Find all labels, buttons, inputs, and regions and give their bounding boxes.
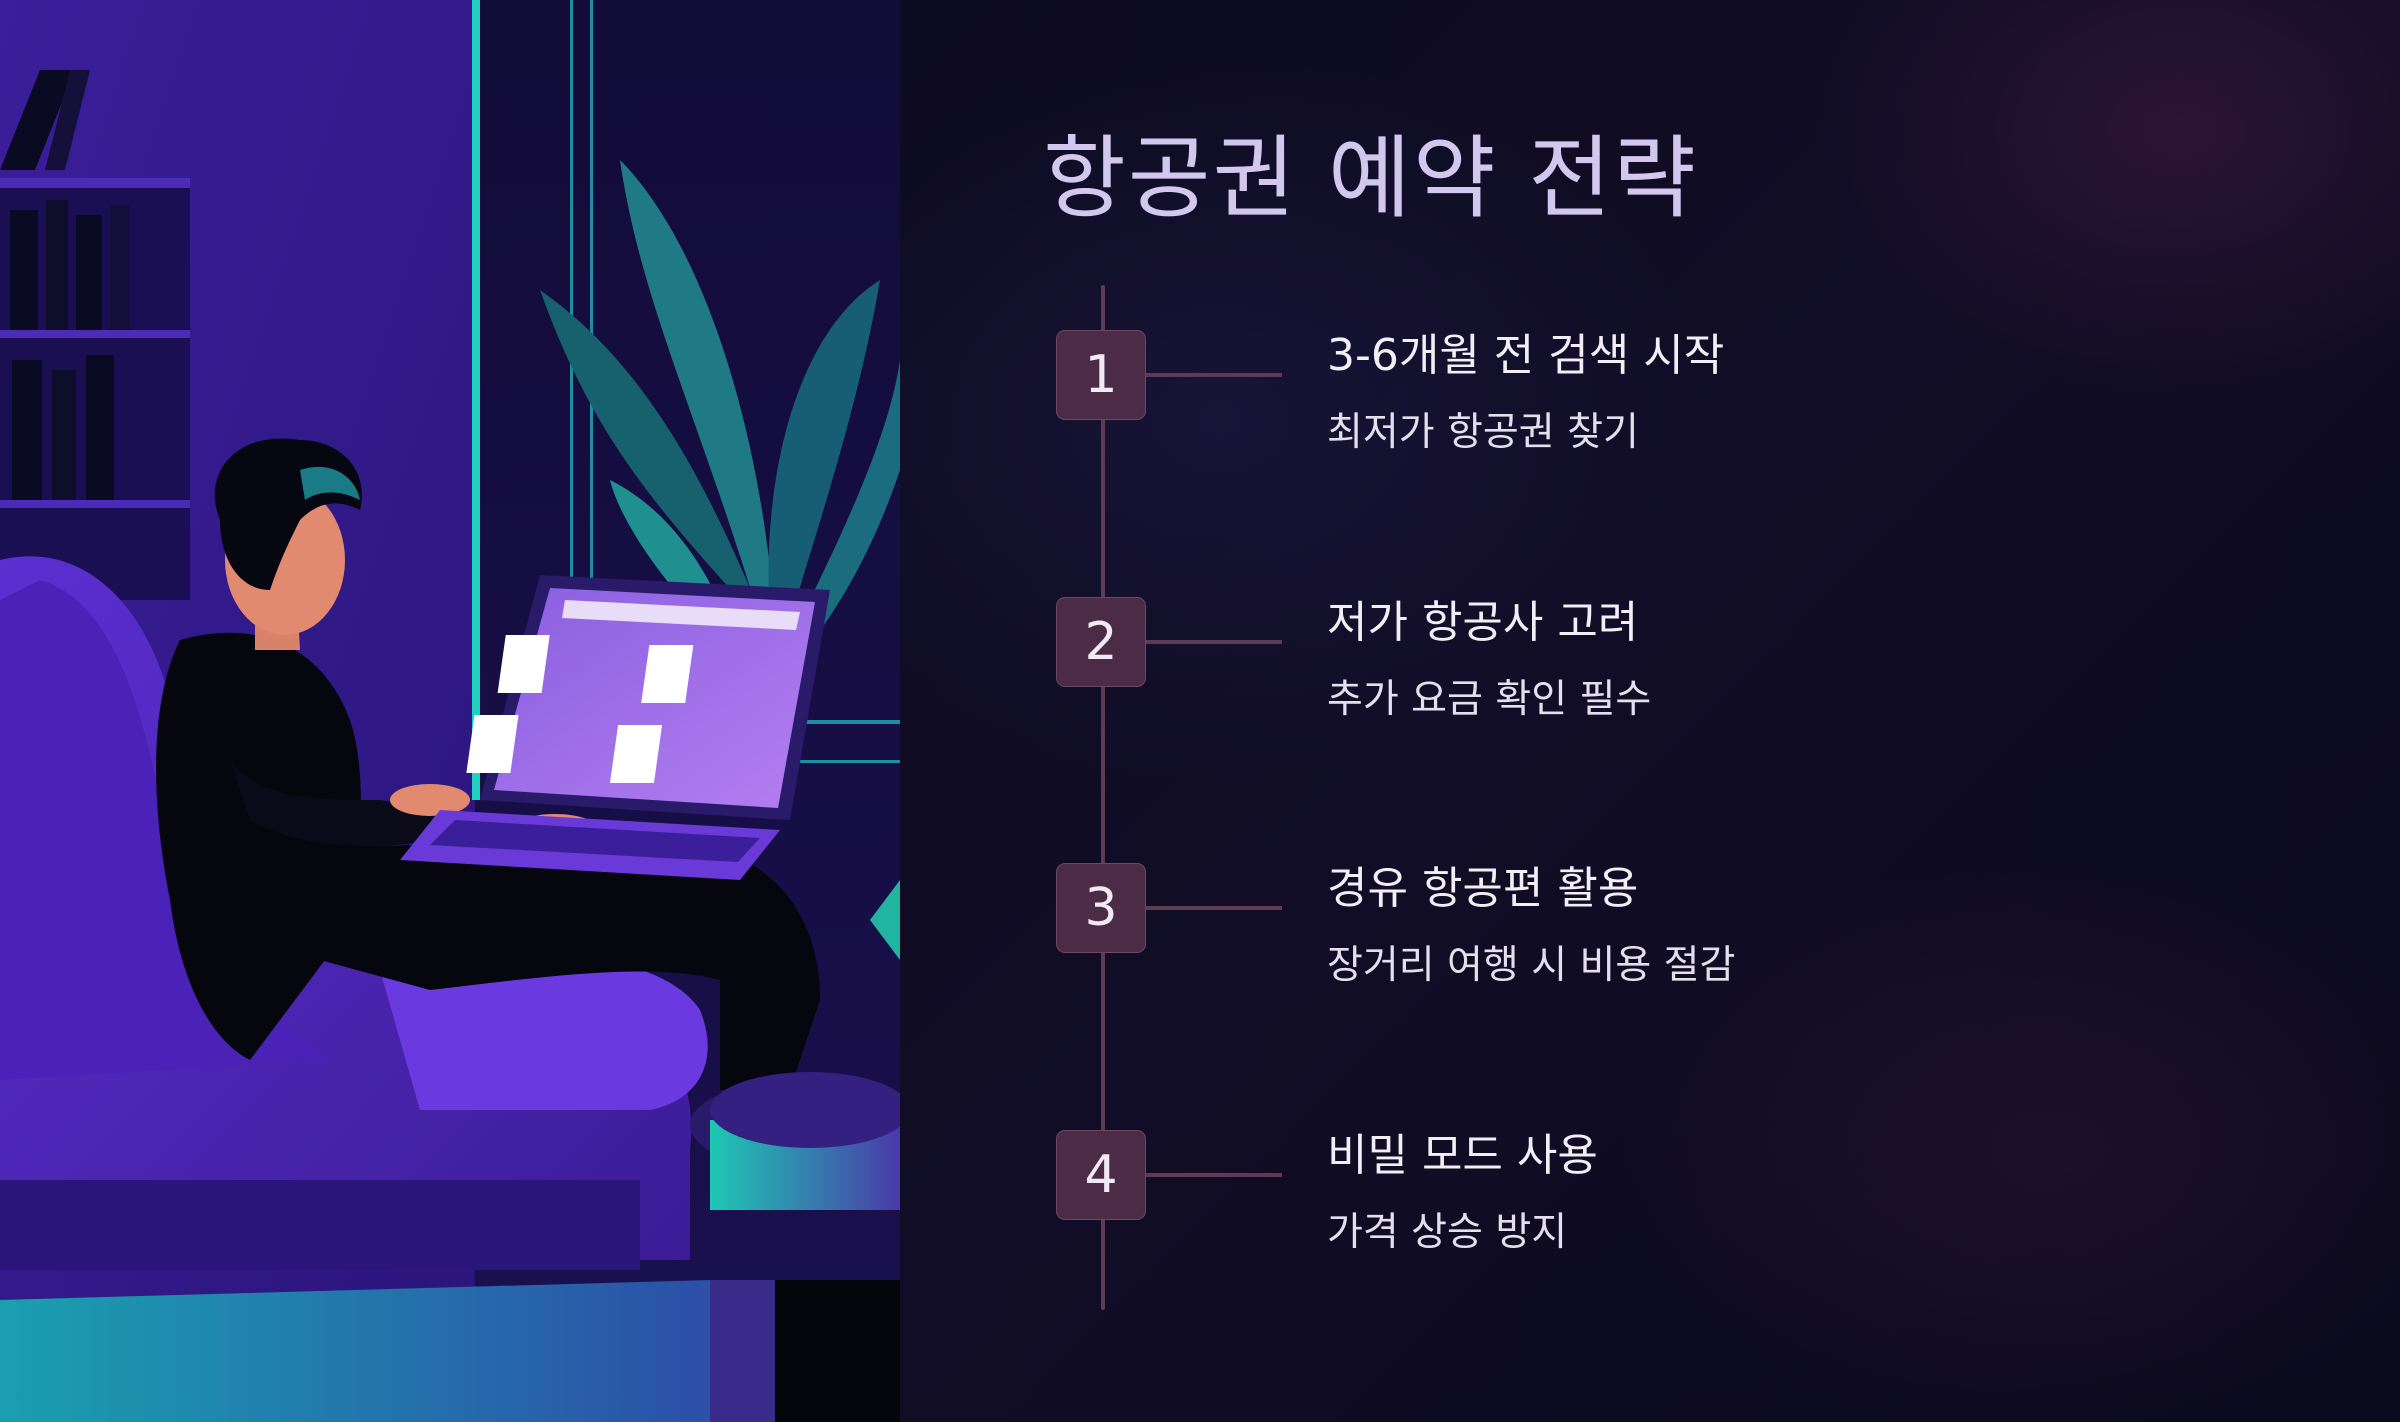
step-title: 비밀 모드 사용	[1327, 1130, 1598, 1181]
step-description: 가격 상승 방지	[1327, 1210, 1568, 1255]
step-description: 추가 요금 확인 필수	[1327, 677, 1652, 722]
hero-illustration	[0, 0, 900, 1422]
step-connector	[1146, 906, 1282, 910]
step-number-badge: 4	[1056, 1130, 1146, 1220]
step-number-badge: 3	[1056, 863, 1146, 953]
step-number-badge: 1	[1056, 330, 1146, 420]
slide-title: 항공권 예약 전략	[1043, 126, 1698, 231]
step-number-badge: 2	[1056, 597, 1146, 687]
timeline-step-1: 1 3-6개월 전 검색 시작 최저가 항공권 찾기	[1056, 330, 2256, 455]
step-connector	[1146, 1173, 1282, 1177]
timeline-step-3: 3 경유 항공편 활용 장거리 여행 시 비용 절감	[1056, 863, 2256, 988]
step-title: 경유 항공편 활용	[1327, 863, 1639, 914]
step-connector	[1146, 640, 1282, 644]
step-title: 3-6개월 전 검색 시작	[1327, 330, 1725, 381]
step-connector	[1146, 373, 1282, 377]
step-description: 최저가 항공권 찾기	[1327, 410, 1639, 455]
timeline-line	[1101, 285, 1105, 1310]
timeline-step-2: 2 저가 항공사 고려 추가 요금 확인 필수	[1056, 597, 2256, 722]
timeline-step-4: 4 비밀 모드 사용 가격 상승 방지	[1056, 1130, 2256, 1255]
content-panel: 항공권 예약 전략 1 3-6개월 전 검색 시작 최저가 항공권 찾기 2 저…	[900, 0, 2400, 1422]
step-title: 저가 항공사 고려	[1327, 597, 1639, 648]
step-description: 장거리 여행 시 비용 절감	[1327, 943, 1736, 988]
